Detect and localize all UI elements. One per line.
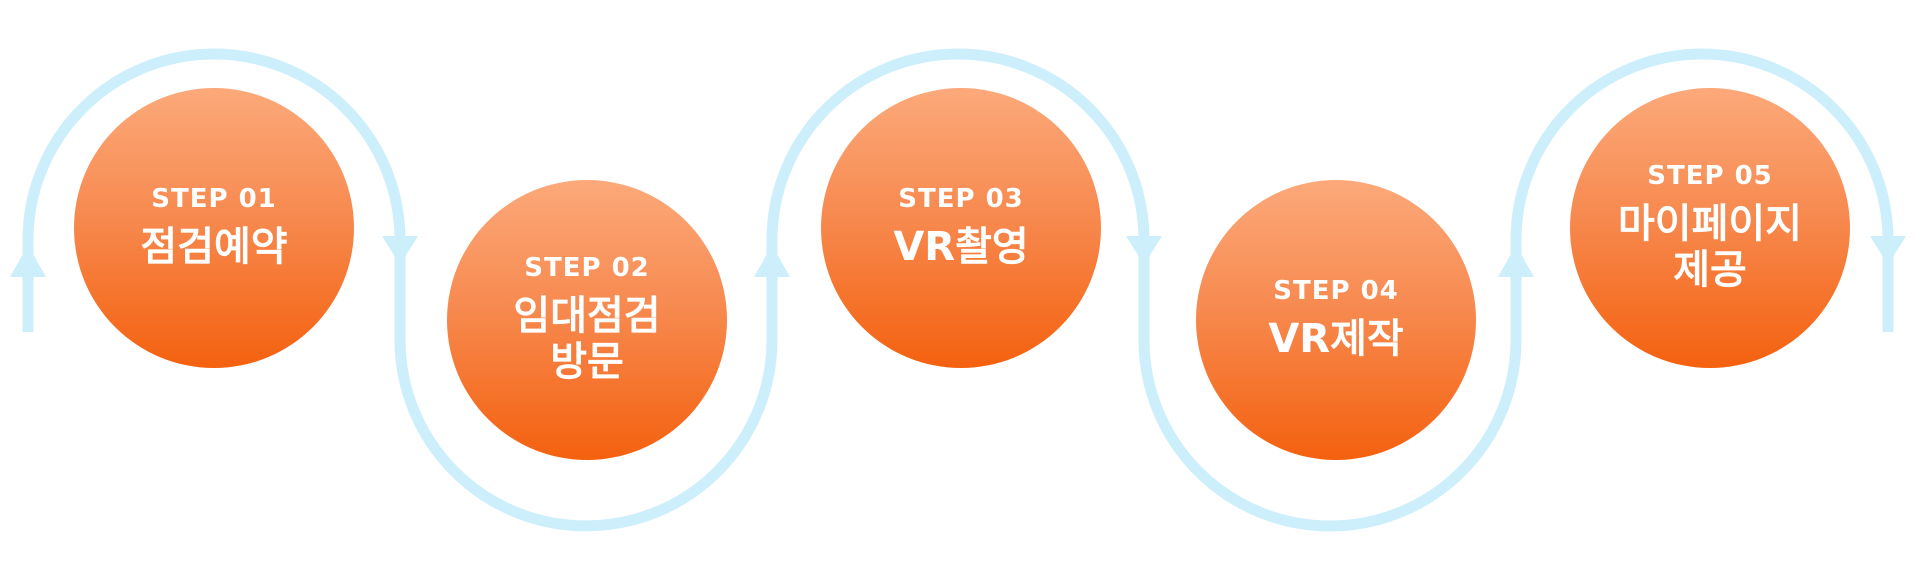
arrow-up-icon	[1498, 245, 1534, 277]
step-03-circle: STEP 03 VR촬영	[821, 88, 1101, 368]
step-title: VR제작	[1268, 316, 1404, 362]
step-01-circle: STEP 01 점검예약	[74, 88, 354, 368]
arrow-down-icon	[1870, 236, 1906, 265]
step-05-circle: STEP 05 마이페이지 제공	[1570, 88, 1850, 368]
arrow-up-icon	[754, 245, 790, 277]
step-title: 마이페이지 제공	[1618, 201, 1802, 293]
step-title: VR촬영	[893, 224, 1029, 270]
arrow-down-icon	[382, 236, 418, 265]
step-title: 점검예약	[140, 224, 288, 270]
step-label: STEP 04	[1273, 276, 1399, 306]
step-title: 임대점검 방문	[513, 293, 661, 385]
flow-track-path	[22, 48, 1894, 532]
step-label: STEP 01	[151, 184, 277, 214]
step-04-circle: STEP 04 VR제작	[1196, 180, 1476, 460]
arrow-up-icon	[10, 245, 46, 277]
step-label: STEP 02	[524, 253, 650, 283]
step-label: STEP 03	[898, 184, 1024, 214]
step-02-circle: STEP 02 임대점검 방문	[447, 180, 727, 460]
step-label: STEP 05	[1647, 161, 1773, 191]
arrow-down-icon	[1126, 236, 1162, 265]
